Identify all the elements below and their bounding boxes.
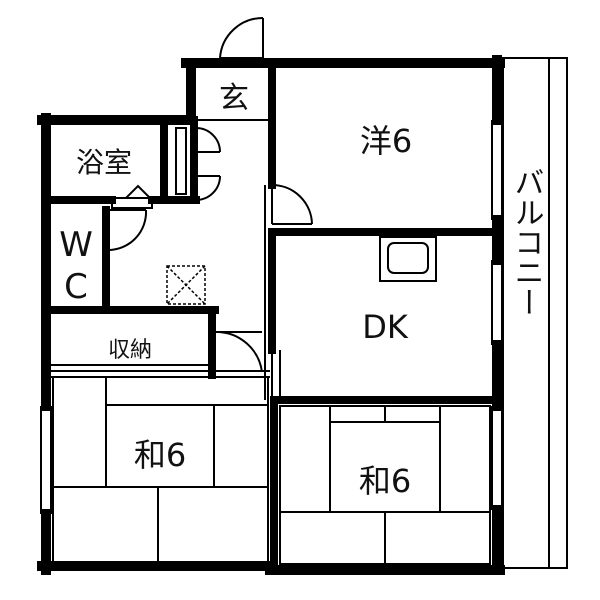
label-storage: 収納 — [108, 338, 152, 363]
kitchen-sink — [379, 236, 437, 282]
windows — [40, 120, 503, 514]
label-japanese-room-right: 和6 — [359, 462, 411, 500]
label-japanese-room-left: 和6 — [134, 436, 186, 474]
tatami-right — [279, 405, 491, 565]
label-balcony: バルコニー — [509, 167, 544, 317]
label-toilet-w: W — [59, 225, 93, 265]
tatami-left — [52, 376, 269, 563]
label-dining-kitchen: DK — [362, 308, 409, 346]
washing-machine-space — [166, 265, 206, 305]
label-western-room: 洋6 — [360, 122, 412, 160]
interior-walls — [42, 59, 501, 570]
room-labels: 玄 浴室 洋6 W C DK 収納 和6 和6 バルコニー — [59, 81, 543, 500]
label-toilet-c: C — [64, 267, 88, 307]
label-entrance: 玄 — [219, 81, 249, 116]
label-bathroom: 浴室 — [76, 146, 132, 179]
doors — [107, 16, 313, 373]
